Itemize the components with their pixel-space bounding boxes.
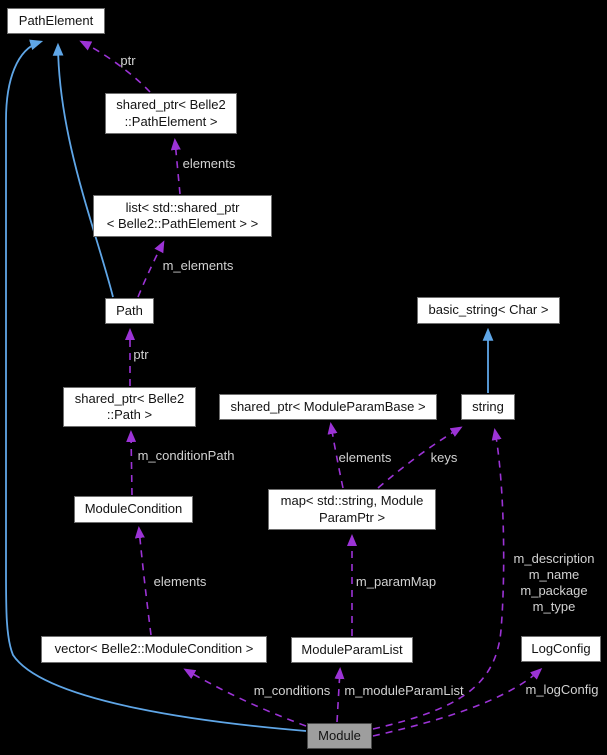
node-label: Path: [116, 302, 143, 318]
edge-inherit-path-pathelement: [52, 42, 114, 298]
edge-m-conditions: [183, 668, 307, 727]
edge-ptr-sharedptr-pathelement: [79, 40, 151, 93]
edge-label-m-parammap: m_paramMap: [355, 574, 437, 589]
edge-label-elements-vector: elements: [153, 574, 207, 589]
node-string[interactable]: string: [461, 394, 515, 420]
node-list-sharedptr-pathelement[interactable]: list< std::shared_ptr < Belle2::PathElem…: [93, 195, 272, 237]
edge-elements-list-sharedptr: [170, 138, 181, 195]
edge-label-m-moduleparamlist: m_moduleParamList: [344, 683, 464, 698]
node-label: ParamPtr >: [318, 509, 386, 525]
field-m-description: m_description: [513, 551, 595, 566]
edge-label-elements-list: elements: [182, 156, 236, 171]
edge-label-m-conditionpath: m_conditionPath: [137, 448, 235, 463]
node-moduleparamlist[interactable]: ModuleParamList: [291, 637, 413, 663]
node-label: vector< Belle2::ModuleCondition >: [54, 641, 254, 657]
edge-label-ptr-pathelement: ptr: [120, 53, 136, 68]
node-label: ::Path >: [106, 407, 153, 422]
node-label: shared_ptr< ModuleParamBase >: [230, 398, 426, 414]
node-path[interactable]: Path: [105, 298, 154, 324]
node-module-current: Module: [307, 723, 372, 749]
node-pathelement[interactable]: PathElement: [7, 8, 105, 34]
edge-m-conditionpath: [126, 430, 137, 496]
node-label: list< std::shared_ptr: [125, 199, 240, 215]
edge-label-module-string-fields: m_description m_name m_package m_type: [514, 551, 595, 615]
field-m-package: m_package: [520, 583, 588, 598]
node-logconfig[interactable]: LogConfig: [521, 636, 601, 662]
node-label: ModuleCondition: [84, 501, 183, 517]
node-sharedptr-pathelement[interactable]: shared_ptr< Belle2 ::PathElement >: [105, 93, 237, 134]
edge-m-logconfig: [372, 667, 543, 737]
edge-label-keys: keys: [430, 450, 458, 465]
edge-label-elements-map: elements: [338, 450, 392, 465]
node-label: ::PathElement >: [124, 113, 218, 129]
field-m-type: m_type: [532, 599, 576, 614]
edge-m-elements-path-list: [137, 240, 165, 298]
node-vector-modulecondition[interactable]: vector< Belle2::ModuleCondition >: [41, 636, 267, 663]
edge-label-m-elements: m_elements: [162, 258, 234, 273]
node-label: basic_string< Char >: [428, 302, 549, 318]
node-label: map< std::string, Module: [280, 493, 424, 508]
node-label: ModuleParamList: [301, 641, 403, 657]
edge-module-string-fields: [372, 428, 505, 730]
node-label: < Belle2::PathElement > >: [106, 216, 259, 231]
node-map-string-moduleparamptr[interactable]: map< std::string, Module ParamPtr >: [268, 489, 436, 530]
node-label: Module: [318, 727, 361, 743]
node-basicstring-char[interactable]: basic_string< Char >: [417, 297, 560, 324]
node-label: PathElement: [18, 12, 94, 28]
node-sharedptr-moduleparambase[interactable]: shared_ptr< ModuleParamBase >: [219, 394, 437, 420]
edge-elements-vector-modulecondition: [134, 526, 152, 636]
node-modulecondition[interactable]: ModuleCondition: [74, 496, 193, 523]
node-sharedptr-path[interactable]: shared_ptr< Belle2 ::Path >: [63, 387, 196, 427]
node-label: shared_ptr< Belle2: [74, 390, 185, 406]
edge-m-moduleparamlist: [334, 667, 345, 723]
node-label: shared_ptr< Belle2: [116, 97, 226, 112]
node-label: LogConfig: [531, 640, 591, 656]
edge-label-m-conditions: m_conditions: [253, 683, 331, 698]
edge-elements-map-sharedptr: [327, 422, 344, 489]
edge-inherit-module-pathelement: [5, 39, 307, 732]
field-m-name: m_name: [528, 567, 580, 582]
edge-keys-map-string: [377, 426, 463, 489]
edge-label-ptr-path: ptr: [133, 347, 149, 362]
node-label: string: [472, 398, 504, 414]
edge-label-m-logconfig: m_logConfig: [525, 682, 599, 697]
